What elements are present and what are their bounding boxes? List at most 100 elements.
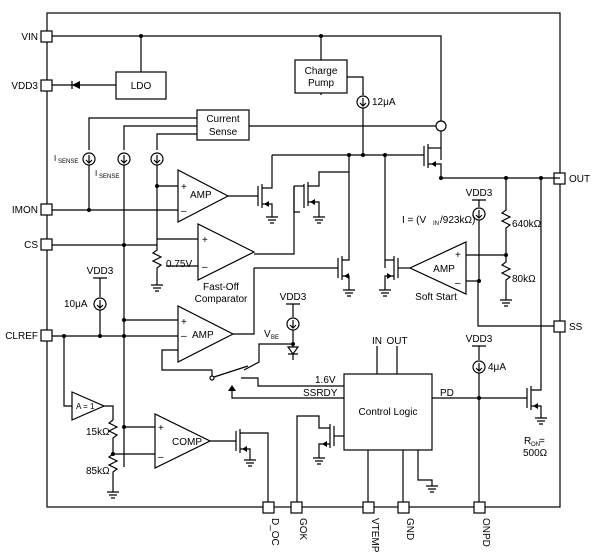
resistor-640k: 640kΩ 80kΩ (500, 178, 542, 307)
svg-text:D_OC: D_OC (269, 518, 280, 546)
svg-text:IN: IN (433, 221, 439, 227)
svg-text:/923kΩ): /923kΩ) (440, 215, 475, 226)
clref-wire (52, 318, 178, 338)
buffer-a1: A = 1 (63, 336, 114, 421)
svg-text:OUT: OUT (386, 336, 407, 347)
svg-text:VDD3: VDD3 (11, 81, 38, 92)
vdd3-source-clref: VDD3 10μA (64, 266, 114, 336)
sense-connection-wires (88, 117, 447, 150)
svg-text:–: – (202, 262, 208, 273)
svg-text:OUT: OUT (569, 174, 590, 185)
svg-text:I: I (54, 154, 56, 163)
svg-text:VTEMP: VTEMP (369, 518, 380, 553)
svg-text:Pump: Pump (308, 78, 335, 89)
svg-text:GND: GND (404, 518, 415, 540)
svg-text:CS: CS (24, 240, 38, 251)
svg-text:=: = (539, 436, 545, 447)
svg-text:I: I (95, 169, 97, 178)
svg-text:4μA: 4μA (488, 362, 506, 373)
svg-text:+: + (202, 235, 208, 246)
svg-text:LDO: LDO (131, 81, 152, 92)
svg-text:500Ω: 500Ω (523, 448, 548, 459)
svg-text:10μA: 10μA (64, 299, 88, 310)
comparator-comp: COMP + – (122, 413, 236, 469)
fast-off-comparator: + – Fast-Off Comparator 0.75V (157, 223, 256, 305)
svg-text:AMP: AMP (190, 190, 212, 201)
svg-text:0.75V: 0.75V (166, 259, 192, 270)
svg-text:A = 1: A = 1 (76, 402, 95, 411)
mosfet-imon-2 (293, 171, 349, 224)
svg-text:CLREF: CLREF (5, 331, 38, 342)
gate-drive-wires (254, 153, 424, 268)
pin-vtemp: VTEMP (362, 501, 380, 553)
svg-text:–: – (455, 278, 461, 289)
svg-text:640kΩ: 640kΩ (512, 219, 542, 230)
svg-text:AMP: AMP (433, 264, 455, 275)
chip-boundary (46, 12, 561, 508)
svg-text:VIN: VIN (21, 32, 38, 43)
svg-text:Control Logic: Control Logic (359, 407, 418, 418)
current-sense-block: Current Sense (196, 109, 250, 141)
ssrdy-wire: SSRDY (228, 385, 344, 399)
amp-imon: AMP + – (155, 169, 258, 223)
pin-gnd: GND (397, 501, 415, 540)
svg-text:VDD3: VDD3 (280, 292, 307, 303)
switch-icon: 1.6V (209, 365, 344, 387)
pin-imon: IMON (12, 203, 53, 216)
svg-text:I = (V: I = (V (402, 215, 427, 226)
svg-text:SSRDY: SSRDY (303, 388, 338, 399)
pin-ss: SS (553, 320, 583, 333)
charge-pump-block: Charge Pump (294, 59, 348, 94)
svg-text:VDD3: VDD3 (466, 334, 493, 345)
svg-text:BE: BE (271, 335, 279, 341)
svg-text:VDD3: VDD3 (87, 266, 114, 277)
pin-vin: VIN (21, 30, 53, 43)
pin-onpd: ONPD (473, 501, 491, 547)
svg-text:IMON: IMON (12, 205, 38, 216)
isense-source-3 (150, 152, 164, 245)
svg-text:+: + (455, 250, 461, 261)
pin-vdd3: VDD3 (11, 79, 53, 92)
isense-source-1: I SENSE (54, 152, 96, 210)
svg-text:Fast-Off: Fast-Off (203, 282, 239, 293)
resistor-15k-85k: 15kΩ 85kΩ (86, 419, 155, 499)
ldo-block: LDO (115, 71, 167, 100)
svg-text:85kΩ: 85kΩ (86, 466, 110, 477)
svg-text:R: R (524, 436, 531, 447)
amp-soft-start: AMP + – Soft Start (408, 241, 554, 327)
svg-text:Charge: Charge (305, 66, 338, 77)
svg-text:ON: ON (531, 442, 540, 448)
svg-text:80kΩ: 80kΩ (512, 274, 536, 285)
svg-text:COMP: COMP (172, 437, 202, 448)
pin-gok: GOK (290, 501, 308, 541)
svg-text:–: – (181, 331, 187, 342)
amp-clref: + – AMP (161, 268, 255, 371)
vdd3-source-onpd: VDD3 4μA (466, 334, 506, 502)
mosfet-soft-start (379, 256, 410, 297)
current-source-12ua: 12μA (320, 76, 396, 155)
svg-text:SS: SS (569, 322, 583, 333)
vbe-source: VDD3 V BE (243, 292, 307, 371)
pin-cs: CS (24, 238, 53, 251)
svg-text:SENSE: SENSE (58, 159, 78, 165)
mosfet-d-oc (235, 429, 269, 502)
svg-text:Current: Current (206, 114, 240, 125)
diode-icon (52, 81, 116, 89)
svg-text:–: – (158, 452, 164, 463)
wire-vin-bus (52, 34, 442, 160)
svg-text:Comparator: Comparator (195, 294, 248, 305)
svg-text:V: V (264, 329, 271, 340)
svg-text:ONPD: ONPD (480, 518, 491, 547)
imon-wire (52, 208, 178, 212)
svg-text:–: – (181, 206, 187, 217)
svg-text:+: + (181, 317, 187, 328)
svg-text:15kΩ: 15kΩ (86, 427, 110, 438)
resistor-cs (151, 245, 163, 292)
svg-text:PD: PD (440, 388, 454, 399)
control-logic-block: Control Logic IN OUT PD (343, 336, 527, 502)
svg-text:SENSE: SENSE (99, 174, 119, 180)
svg-text:+: + (181, 182, 187, 193)
svg-text:GOK: GOK (297, 518, 308, 541)
pin-d-oc: D_OC (262, 501, 280, 546)
